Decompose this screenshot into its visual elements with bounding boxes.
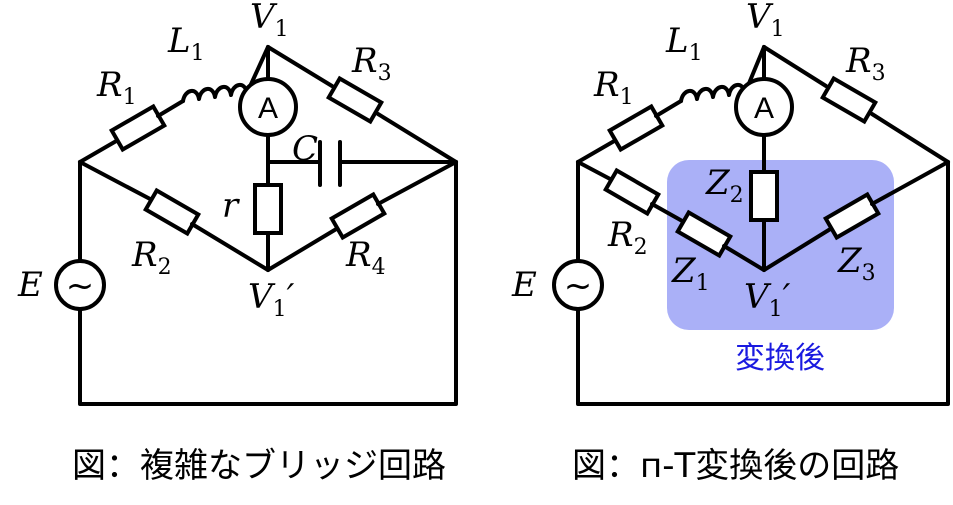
right-wire-z3b (870, 160, 950, 206)
right-caption: 図：п-T変換後の回路 (572, 446, 899, 486)
right-label-r2: R2 (607, 215, 648, 260)
right-wire-r1b (654, 99, 683, 118)
right-wire-r1a (576, 138, 618, 164)
left-wire-r4b (376, 160, 458, 206)
right-wire-z3a (762, 226, 834, 272)
right-ammeter-label: A (754, 92, 774, 125)
left-label-r: r (222, 186, 240, 226)
left-ac-source (54, 259, 106, 311)
left-label-r2: R2 (131, 235, 172, 280)
left-resistor-r (253, 183, 283, 235)
right-circuit: 変換後 A (511, 0, 950, 486)
left-label-v1-bottom: V1′ (248, 277, 295, 322)
left-wire-r2a (78, 160, 154, 202)
left-label-c: C (292, 129, 318, 169)
transform-highlight-label: 変換後 (735, 341, 825, 376)
left-wire-r3a (266, 45, 334, 88)
right-resistor-r2 (602, 167, 662, 217)
left-label-e: E (17, 265, 43, 305)
left-label-l1: L1 (167, 21, 205, 66)
left-inductor-l1 (181, 45, 270, 103)
left-label-v1-top: V1 (250, 0, 289, 42)
right-label-r1: R1 (593, 65, 634, 110)
left-wire-r2b (190, 222, 270, 272)
left-ammeter-label: A (258, 92, 278, 125)
left-wire-r1a (78, 138, 120, 164)
right-label-z1: Z1 (671, 251, 710, 296)
right-outer-wire-bottom (576, 160, 950, 406)
left-ac-symbol: ~ (66, 266, 95, 306)
left-outer-wire-bottom (78, 160, 458, 406)
right-wire-z1b (722, 244, 766, 272)
left-label-r1: R1 (96, 65, 137, 110)
left-label-r3: R3 (351, 41, 392, 86)
left-wire-r4a (266, 226, 340, 272)
left-resistor-r4 (328, 191, 388, 241)
left-resistor-r3 (325, 75, 385, 125)
right-inductor-l1 (679, 45, 766, 103)
left-circuit: A ~ L1 V1 R1 R3 C r R2 R4 E V1′ (17, 0, 458, 486)
right-label-z2: Z2 (705, 163, 744, 208)
right-resistor-r1 (606, 103, 666, 153)
left-caption: 図：複雑なブリッジ回路 (72, 446, 446, 486)
transform-highlight-box (667, 160, 894, 330)
right-wire-r2a (576, 160, 614, 182)
left-resistor-r1 (108, 103, 168, 153)
left-label-r4: R4 (345, 235, 386, 280)
right-ac-source (552, 259, 604, 311)
right-ac-symbol: ~ (564, 266, 593, 306)
right-resistor-r3 (819, 75, 879, 125)
right-label-e: E (511, 265, 537, 305)
left-resistor-r2 (142, 187, 202, 237)
left-wire-r3b (376, 112, 458, 164)
right-wire-r2b (650, 202, 686, 224)
right-wire-r3b (870, 112, 950, 164)
right-label-z3: Z3 (837, 241, 876, 286)
right-label-v1-top: V1 (746, 0, 785, 42)
right-label-r3: R3 (845, 41, 886, 86)
right-wire-r3a (762, 45, 828, 88)
right-impedance-z2 (749, 170, 779, 222)
right-label-v1-bottom: V1′ (744, 277, 791, 322)
left-wire-r1b (156, 99, 185, 118)
right-label-l1: L1 (665, 21, 703, 66)
